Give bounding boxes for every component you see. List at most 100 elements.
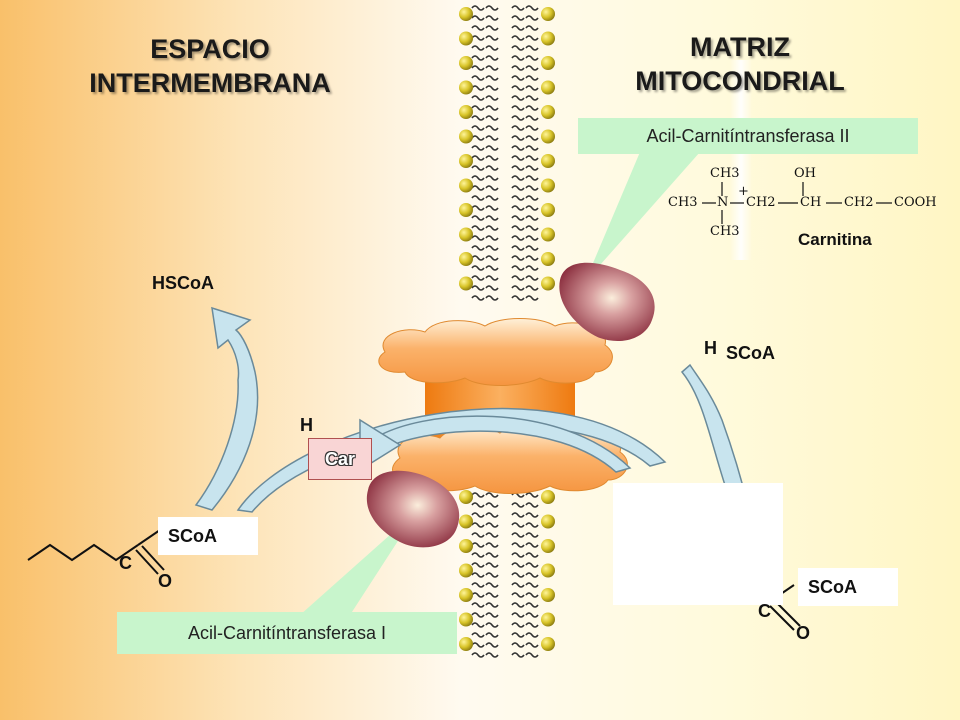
lipid-tail [525,602,539,608]
lipid-tail [511,275,525,281]
lipid-head [541,612,555,627]
lipid-head [541,490,555,504]
lipid-head [459,203,473,217]
lipid-tail [525,235,539,241]
ch3-top: CH3 [710,166,740,181]
lipid-tail [525,562,539,568]
lipid-tail [471,642,485,648]
lipid-tail [471,582,485,588]
lipid-tail [471,572,485,578]
lipid-head [541,31,555,46]
lipid-tail [511,205,525,211]
lipid-tail [525,265,539,271]
ch2-b: CH2 [844,195,874,210]
lipid-tail [525,532,539,538]
lipid-head [459,539,473,553]
lipid-tail [511,622,525,628]
lipid-tail [511,15,525,21]
lipid-head [459,56,473,70]
lipid-head [459,31,473,46]
lipid-head [541,56,555,70]
carnitine-label: Carnitina [798,230,872,249]
lipid-tail [485,165,499,171]
lipid-tail [485,245,499,251]
lipid-tail [471,275,485,281]
title-intermembrane-line1: ESPACIO [150,34,270,64]
lipid-head [459,105,473,119]
lipid-head [459,563,473,578]
lipid-tail [525,15,539,21]
lipid-tail [485,105,499,111]
lipid-tail [525,285,539,291]
lipid-tail [525,632,539,638]
lipid-head [459,252,473,266]
lipid-tail [511,105,525,111]
lipid-tail [471,542,485,548]
lipid-tail [525,652,539,658]
lipid-tail [511,75,525,81]
lipid-tail [525,85,539,91]
lipid-tail [525,542,539,548]
lipid-tail [471,25,485,31]
lipid-tail [511,45,525,51]
lipid-tail [485,582,499,588]
lipid-tail [485,55,499,61]
lipid-head [459,514,473,529]
lipid-tail [471,115,485,121]
lipid-tail [525,205,539,211]
lipid-head [541,514,555,529]
lipid-tail [525,612,539,618]
lipid-tail [485,225,499,231]
lipid-tail [471,125,485,131]
lipid-tail [471,562,485,568]
lipid-head [459,154,473,168]
lipid-tail [511,5,525,11]
carnitine-bonds [702,182,892,224]
lipid-head [541,637,555,651]
lipid-tail [471,215,485,221]
lipid-tail [511,225,525,231]
lipid-tail [511,115,525,121]
lipid-tail [525,552,539,558]
lipid-tail [511,85,525,91]
lipid-tail [511,572,525,578]
lipid-tail [471,225,485,231]
callout-pointer-ii [585,152,700,282]
lipid-tail [471,45,485,51]
lipid-tail [485,502,499,508]
lipid-tail [525,35,539,41]
lipid-tail [471,512,485,518]
lipid-tail [485,175,499,181]
callout-transferase-i-text: Acil-Carnitíntransferasa I [187,622,387,643]
lipid-tail [525,125,539,131]
car-box: Car [308,438,372,480]
lipid-head [459,227,473,242]
callout-transferase-ii-text: Acil-Carnitíntransferasa II [646,125,850,146]
lipid-tail [525,65,539,71]
lipid-tail [511,145,525,151]
lipid-tail [511,582,525,588]
lipid-tail [485,602,499,608]
lipid-tail [471,15,485,21]
lipid-tail [485,35,499,41]
title-intermembrane: ESPACIO INTERMEMBRANA [60,32,360,100]
scoa-right-box [798,568,898,606]
lipid-tail [471,492,485,498]
lipid-tail [485,512,499,518]
lipid-tail [485,255,499,261]
title-intermembrane-line2: INTERMEMBRANA [89,68,331,98]
lipid-tail [471,532,485,538]
arc-arrow-inner [370,415,632,473]
enzyme-ii-shape [559,262,655,341]
scoa-left-box [158,517,258,555]
lipid-head [459,80,473,95]
scoa-matrix-label: SCoA [726,343,775,363]
lipid-head [459,178,473,193]
lipid-tail [525,135,539,141]
lipid-tail [525,75,539,81]
lipid-head [541,178,555,193]
double-bond-right-b [775,601,801,627]
lipid-tail [525,642,539,648]
lipid-tail [511,542,525,548]
